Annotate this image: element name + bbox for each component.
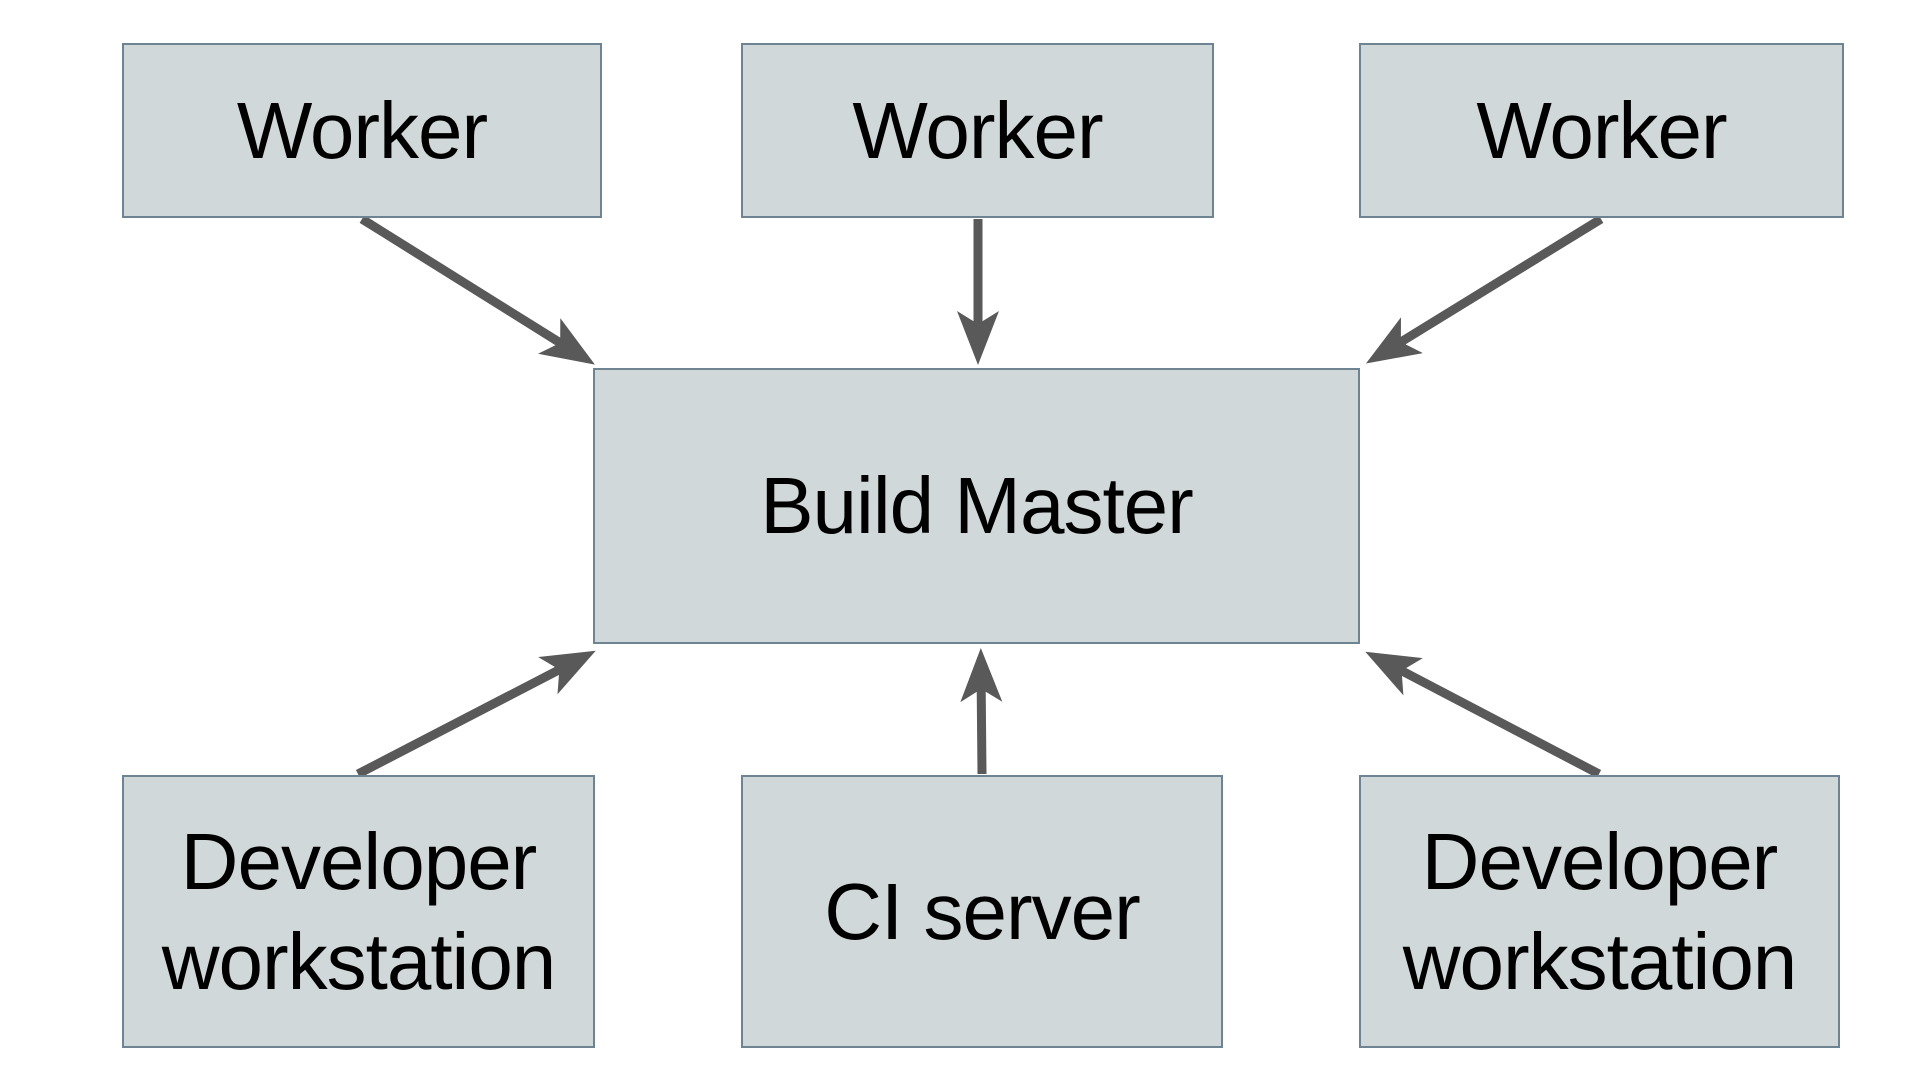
arrow-devright-to-buildmaster [1365, 651, 1602, 778]
node-worker-1: Worker [122, 43, 602, 218]
arrow-worker3-to-buildmaster [1365, 215, 1604, 364]
arrow-devleft-to-buildmaster [355, 650, 596, 778]
node-dev-workstation-right: Developer workstation [1359, 775, 1840, 1048]
node-build-master: Build Master [593, 368, 1360, 644]
node-worker-2: Worker [741, 43, 1214, 218]
node-worker-3-label: Worker [1476, 85, 1727, 175]
node-build-master-label: Build Master [760, 461, 1194, 550]
node-ci-server-label: CI server [824, 866, 1140, 956]
node-worker-2-label: Worker [852, 85, 1103, 175]
node-ci-server: CI server [741, 775, 1223, 1048]
arrow-worker1-to-buildmaster [359, 215, 595, 365]
node-dev-workstation-left-label: Developer workstation [161, 816, 557, 1006]
node-dev-workstation-right-label: Developer workstation [1402, 816, 1798, 1006]
node-worker-3: Worker [1359, 43, 1844, 218]
node-worker-1-label: Worker [236, 85, 488, 175]
arrow-ciserver-to-buildmaster [960, 648, 1003, 775]
node-dev-workstation-left: Developer workstation [122, 775, 595, 1048]
